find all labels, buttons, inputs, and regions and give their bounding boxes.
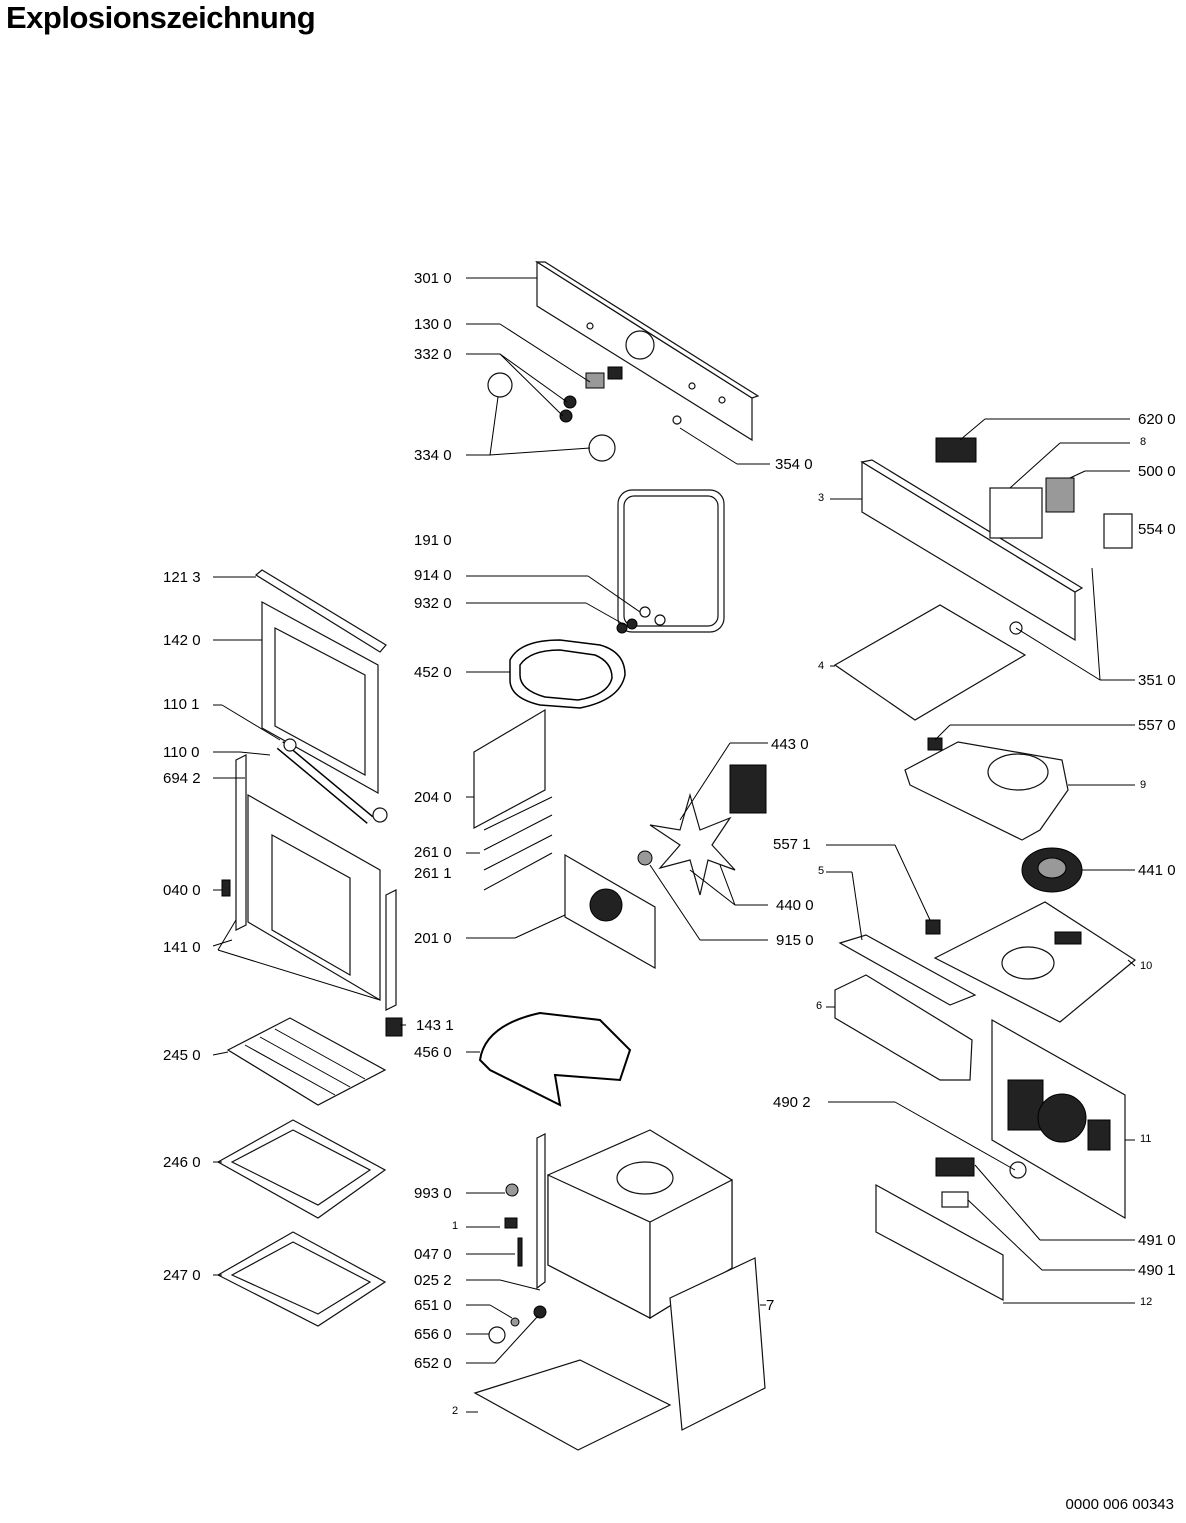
part-label: 261 0 — [414, 844, 452, 861]
part-label: 12 — [1140, 1296, 1153, 1308]
part-label: 351 0 — [1138, 672, 1176, 689]
knob-parts — [487, 366, 682, 462]
part-label: 500 0 — [1138, 463, 1176, 480]
part-label: 620 0 — [1138, 411, 1176, 428]
part-label: 915 0 — [776, 932, 814, 949]
part-label: 491 0 — [1138, 1232, 1176, 1249]
page-title: Explosionszeichnung — [6, 0, 316, 35]
part-label: 9 — [1140, 779, 1147, 791]
fan-cover-part — [564, 853, 656, 970]
part-label: 652 0 — [414, 1355, 452, 1372]
part-label: 452 0 — [414, 664, 452, 681]
part-label: 332 0 — [414, 346, 452, 363]
part-label: 121 3 — [163, 569, 201, 586]
part-label: 247 0 — [163, 1267, 201, 1284]
part-label: 110 0 — [163, 744, 200, 761]
part-label: 993 0 — [414, 1185, 452, 1202]
part-label: 4 — [818, 660, 825, 672]
part-label: 2 — [452, 1405, 459, 1417]
rear-panel-part — [991, 1018, 1126, 1220]
side-panel-part — [669, 1257, 766, 1431]
cover-plate-part — [833, 604, 1027, 721]
part-label: 141 0 — [163, 939, 201, 956]
part-label: 246 0 — [163, 1154, 201, 1171]
part-label: 456 0 — [414, 1044, 452, 1061]
cooling-duct-part — [834, 974, 973, 1081]
part-label: 932 0 — [414, 595, 452, 612]
bottom-panel-part — [875, 1183, 1004, 1302]
rear-frame-part — [860, 437, 1133, 642]
oven-cavity-part — [536, 1129, 733, 1320]
part-label: 130 0 — [414, 316, 452, 333]
control-panel-part — [534, 260, 760, 442]
part-label: 047 0 — [414, 1246, 452, 1263]
leader-lines — [212, 277, 1136, 1413]
part-label: 1 — [452, 1220, 459, 1232]
part-label: 651 0 — [414, 1297, 452, 1314]
part-label: 557 1 — [773, 836, 811, 853]
base-plate-part — [473, 1359, 672, 1451]
door-frame-part — [221, 754, 403, 1037]
part-label: 490 2 — [773, 1094, 811, 1111]
part-label: 334 0 — [414, 447, 452, 464]
fan-housing-part — [904, 737, 1083, 893]
part-label: 143 1 — [416, 1017, 454, 1034]
part-label: 142 0 — [163, 632, 201, 649]
part-label: 245 0 — [163, 1047, 201, 1064]
part-label: 490 1 — [1138, 1262, 1176, 1279]
part-label: 7 — [766, 1297, 775, 1314]
part-label: 025 2 — [414, 1272, 452, 1289]
rail-part — [838, 934, 977, 1006]
part-label: 040 0 — [163, 882, 201, 899]
part-label: 301 0 — [414, 270, 452, 287]
shelf-rails-part — [483, 796, 553, 891]
part-label: 694 2 — [163, 770, 201, 787]
door-trim-part — [254, 569, 387, 653]
bottom-heating-element-part — [478, 1011, 632, 1107]
part-label: 3 — [818, 492, 825, 504]
part-label: 191 0 — [414, 532, 452, 549]
shelf-support-part — [473, 708, 546, 830]
part-label: 441 0 — [1138, 862, 1176, 879]
part-label: 557 0 — [1138, 717, 1176, 734]
wire-rack-part — [226, 1017, 387, 1106]
part-label: 11 — [1140, 1133, 1152, 1145]
part-label: 204 0 — [414, 789, 452, 806]
part-label: 6 — [816, 1000, 823, 1012]
baking-tray-part — [216, 1119, 387, 1219]
part-label: 10 — [1140, 960, 1153, 972]
part-label: 440 0 — [776, 897, 814, 914]
part-label: 5 — [818, 865, 825, 877]
convection-fan-part — [637, 764, 767, 896]
top-heating-element-part — [509, 606, 666, 709]
document-code: 0000 006 00343 — [1065, 1496, 1174, 1513]
roasting-tray-part — [216, 1231, 387, 1327]
part-label: 110 1 — [163, 696, 200, 713]
part-label: 201 0 — [414, 930, 452, 947]
part-label: 656 0 — [414, 1326, 452, 1343]
part-label: 914 0 — [414, 567, 452, 584]
part-label: 261 1 — [414, 865, 452, 882]
part-label: 354 0 — [775, 456, 813, 473]
part-label: 8 — [1140, 436, 1147, 448]
part-label: 443 0 — [771, 736, 809, 753]
top-cover-part — [925, 901, 1137, 1023]
part-label: 554 0 — [1138, 521, 1176, 538]
